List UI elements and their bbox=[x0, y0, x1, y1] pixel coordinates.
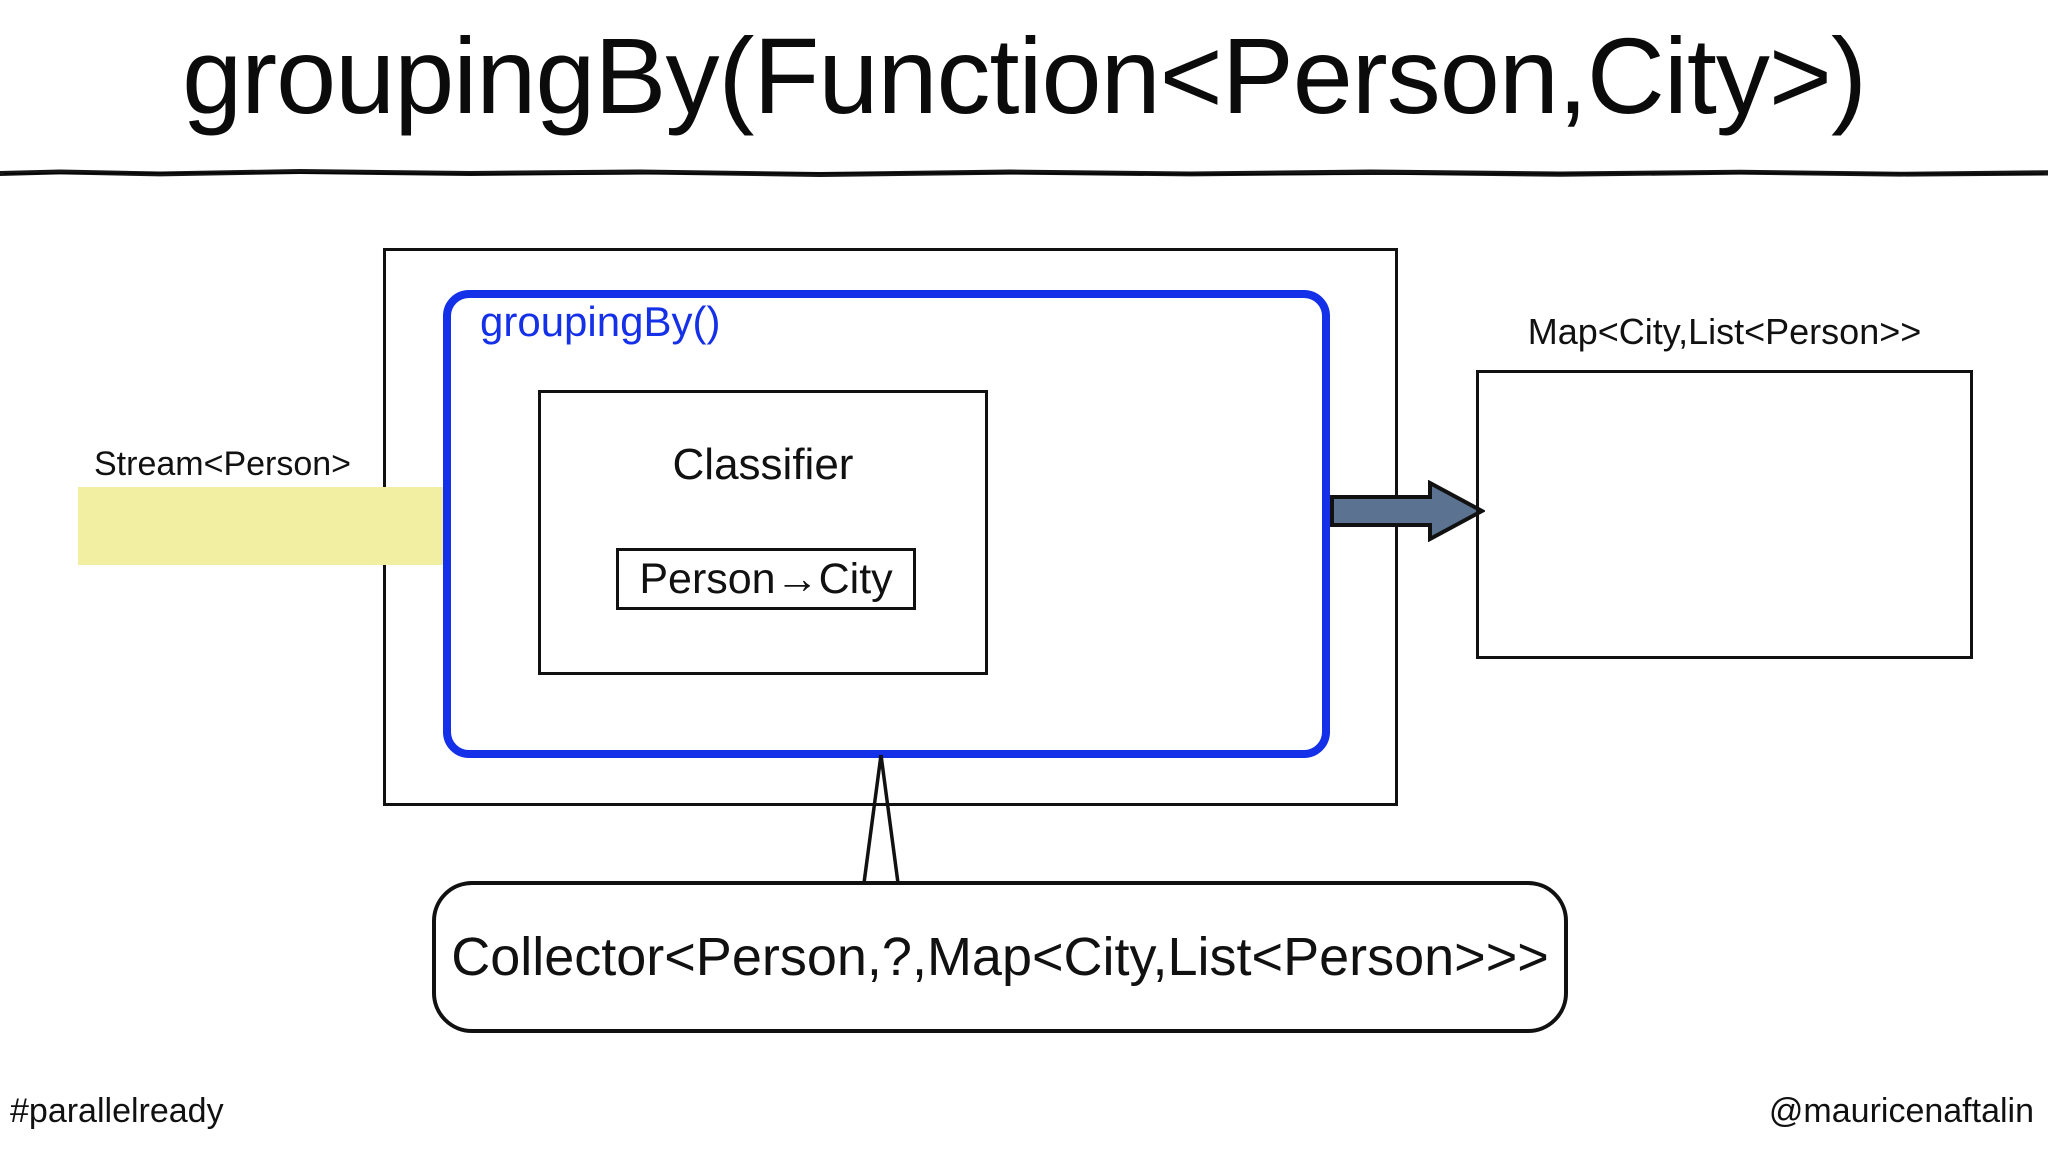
output-arrow-icon bbox=[1330, 480, 1485, 542]
callout-leader-lines bbox=[862, 754, 900, 884]
stream-input-band bbox=[78, 487, 451, 565]
classifier-lambda-text: Person→City bbox=[639, 554, 893, 603]
footer-hashtag: #parallelready bbox=[10, 1092, 224, 1130]
classifier-lambda-box: Person→City bbox=[616, 548, 916, 610]
collector-callout-text: Collector<Person,?,Map<City,List<Person>… bbox=[451, 927, 1549, 987]
collector-callout-box: Collector<Person,?,Map<City,List<Person>… bbox=[432, 881, 1568, 1033]
map-result-box bbox=[1476, 370, 1973, 659]
grouping-by-label: groupingBy() bbox=[480, 298, 721, 345]
brushstroke-divider bbox=[0, 169, 2048, 177]
map-result-label: Map<City,List<Person>> bbox=[1527, 311, 1922, 352]
classifier-title: Classifier bbox=[672, 440, 854, 489]
classifier-box bbox=[538, 390, 988, 675]
page-title: groupingBy(Function<Person,City>) bbox=[182, 14, 1867, 136]
footer-handle: @mauricenaftalin bbox=[1768, 1092, 2034, 1130]
grouping-by-box bbox=[443, 290, 1330, 758]
stream-input-label: Stream<Person> bbox=[94, 445, 352, 483]
